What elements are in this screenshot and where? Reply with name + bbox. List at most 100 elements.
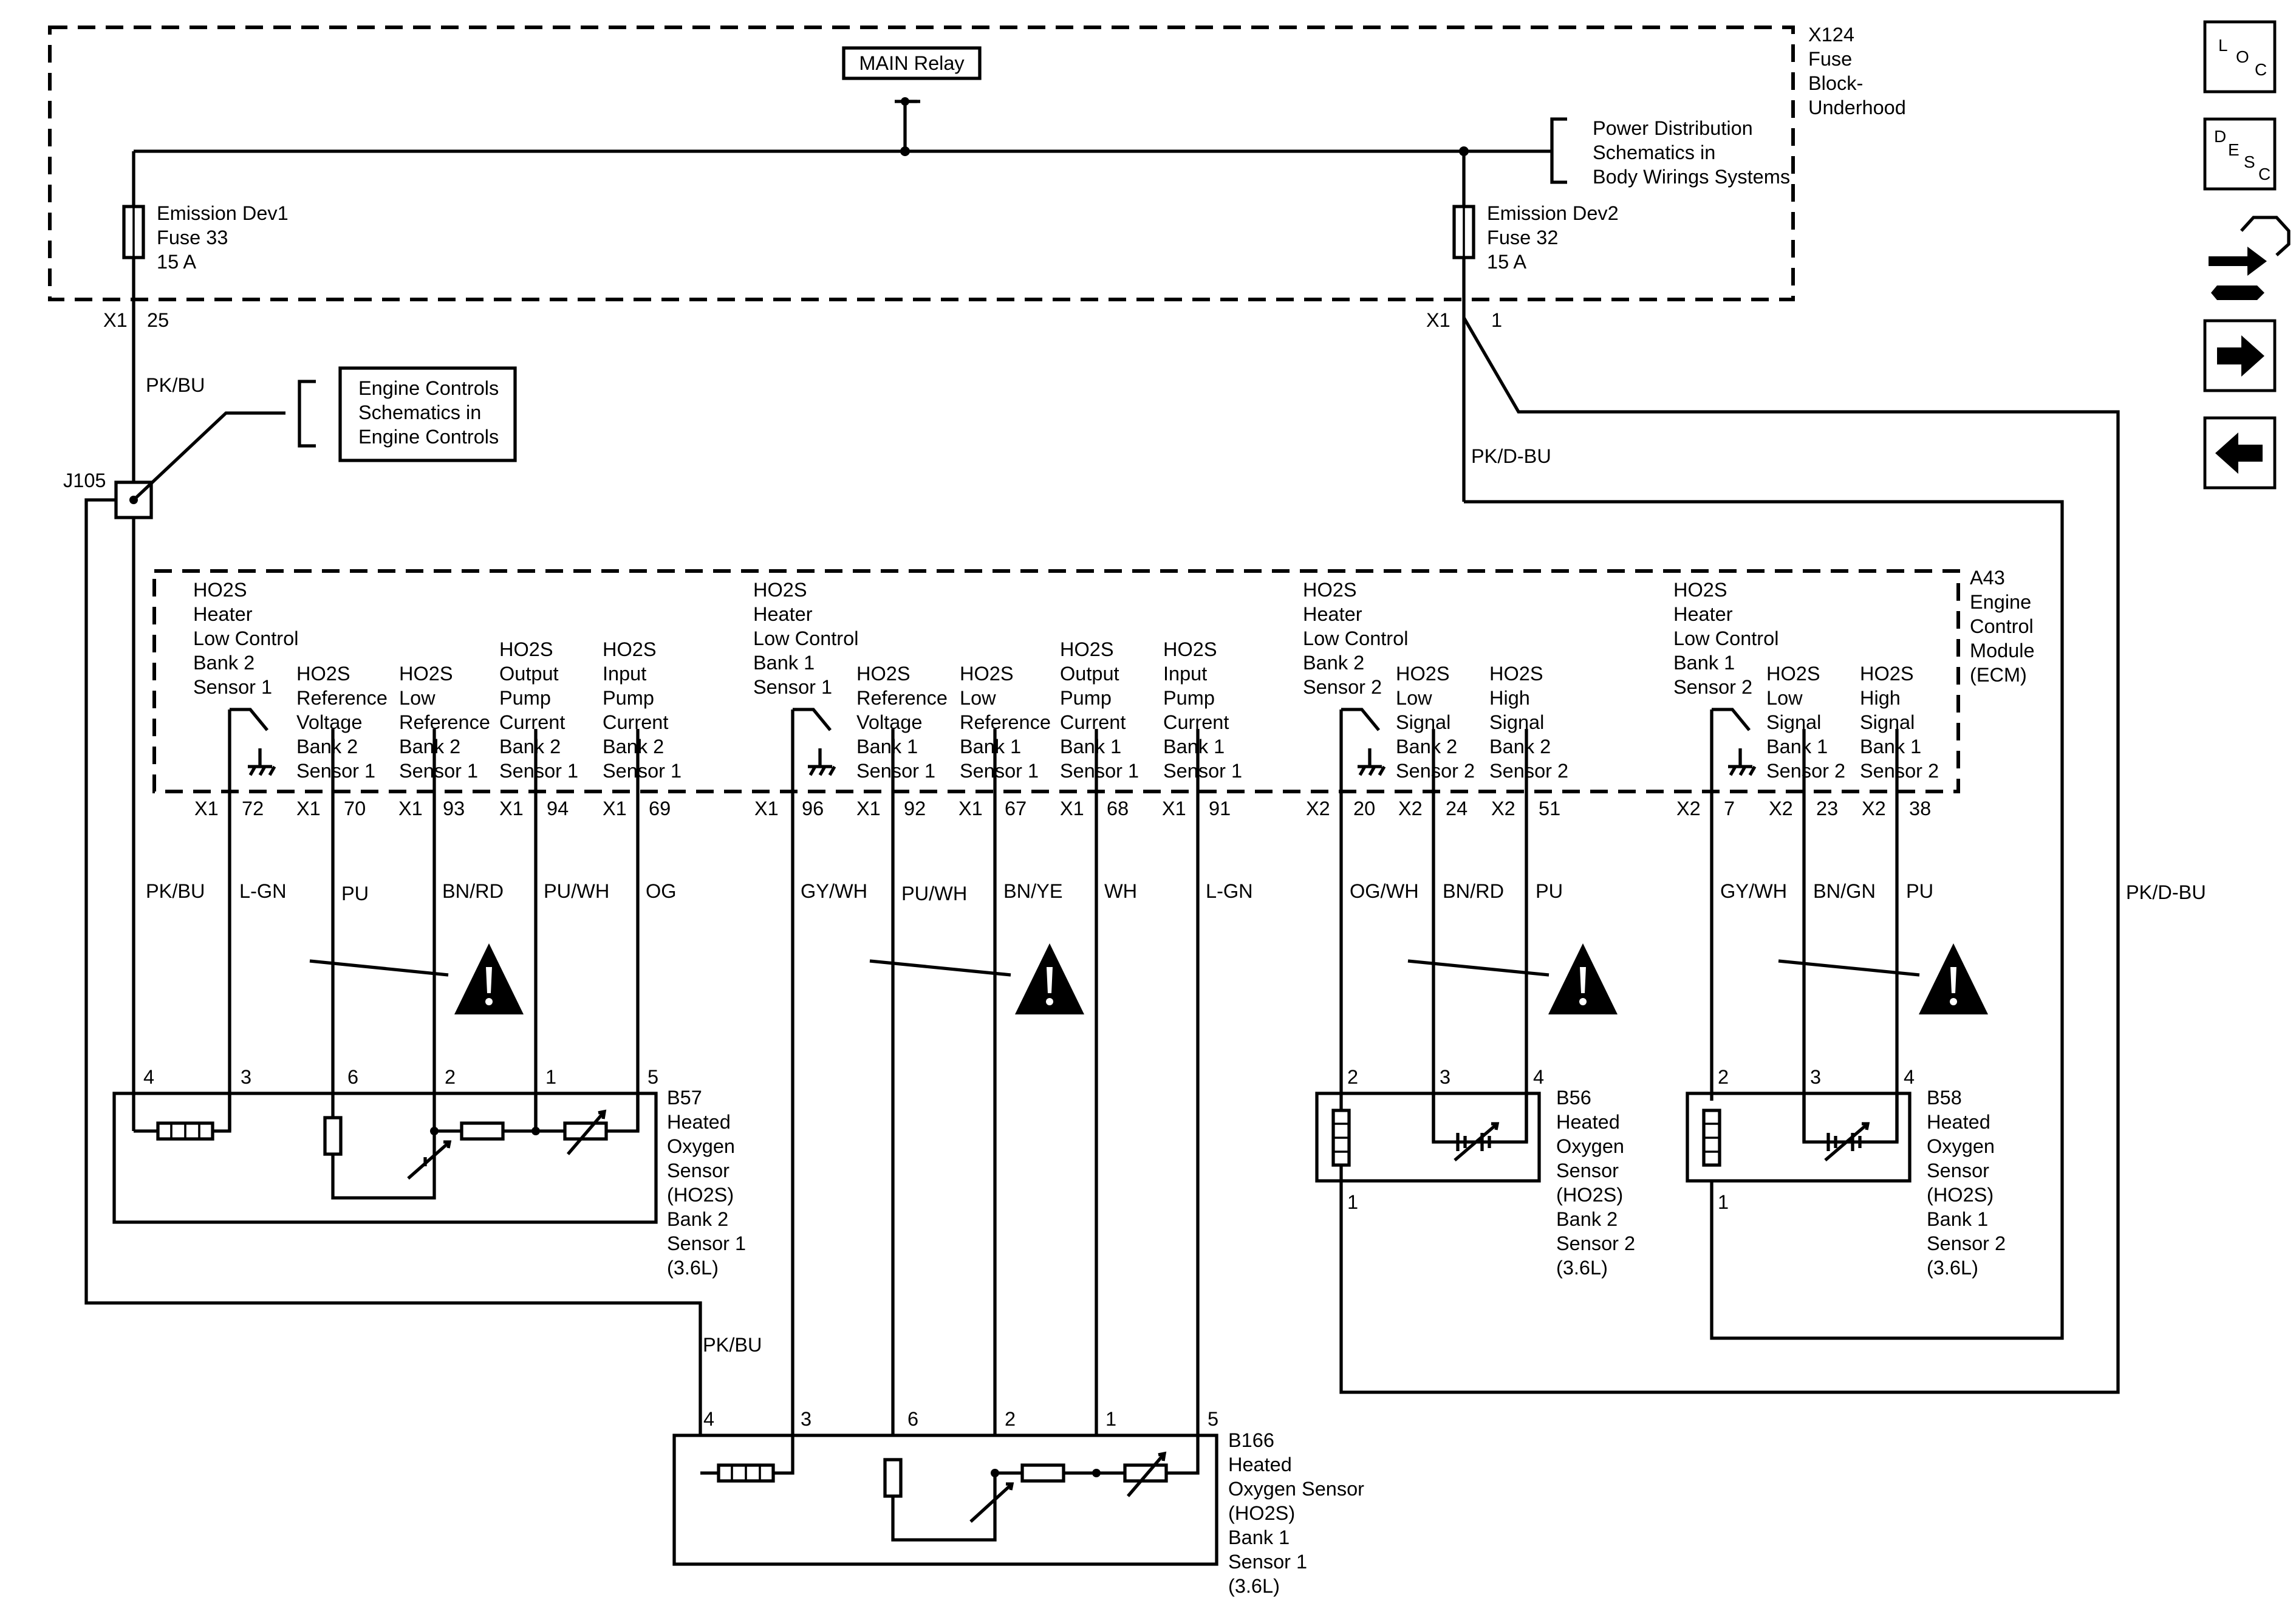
sensor-b58[interactable]: 2 3 4 1 B58 Heated Oxygen Sensor (HO2S) … — [1686, 1066, 2006, 1279]
fuse-right-pin: 1 — [1491, 309, 1502, 331]
signal-label: HO2S — [1163, 638, 1217, 660]
sensor-label-line1: B57 — [667, 1087, 702, 1109]
signal-label: High — [1489, 687, 1530, 709]
signal-label: HO2S — [1060, 638, 1114, 660]
desc-button[interactable]: D E S C — [2203, 117, 2277, 191]
pin-connector: X2 — [1862, 798, 1886, 819]
sensor-label-line2: Heated — [1927, 1111, 1990, 1133]
wire-color: BN/YE — [1003, 880, 1063, 902]
pin-connector: X2 — [1306, 798, 1330, 819]
pin-connector: X2 — [1398, 798, 1423, 819]
main-relay-box[interactable] — [842, 46, 982, 80]
sensor-b58-body[interactable] — [1686, 1092, 1912, 1183]
signal-label: Sensor 1 — [856, 760, 935, 782]
junction-dot — [1092, 1469, 1101, 1477]
wrench-shape — [2211, 285, 2264, 300]
signal-label: Sensor 1 — [603, 760, 682, 782]
signal-label: Current — [603, 711, 668, 733]
pin-number: 92 — [904, 798, 926, 819]
signal-label: Reference — [399, 711, 490, 733]
signal-circuit — [1802, 1093, 1899, 1144]
heater-element-segments — [731, 1465, 761, 1481]
fuse-right-line1: Emission Dev2 — [1487, 202, 1619, 224]
engine-ref-line3: Engine Controls — [358, 426, 499, 448]
signal-label: Voltage — [856, 711, 922, 733]
ground-icon — [808, 748, 836, 776]
loc-letter: O — [2236, 47, 2249, 66]
ecm-name-line2: Control — [1970, 615, 2034, 637]
signal-label: HO2S — [856, 663, 911, 685]
heater-label-line1: HO2S — [1673, 579, 1727, 601]
loc-letter: L — [2218, 36, 2228, 55]
warning-icon-dot — [485, 998, 493, 1005]
signal-circuit — [1432, 1093, 1528, 1144]
reference-circuit — [331, 1131, 436, 1200]
next-arrow-icon[interactable] — [2203, 319, 2277, 392]
signal-label: Current — [499, 711, 565, 733]
signal-label: Bank 1 — [1060, 736, 1121, 757]
desc-button-frame[interactable] — [2203, 117, 2277, 191]
loc-button-frame[interactable] — [2203, 20, 2277, 94]
signal-label: Bank 1 — [1860, 736, 1921, 757]
pin-number: 23 — [1816, 798, 1838, 819]
sensor-b166-body[interactable] — [672, 1434, 1218, 1566]
engine-ref-line1: Engine Controls — [358, 377, 499, 399]
signal-label: Sensor 2 — [1766, 760, 1845, 782]
ground-icon — [1358, 748, 1386, 776]
wire-color: PU/WH — [901, 883, 967, 904]
sensor-pin: 5 — [1208, 1408, 1218, 1430]
sensor-label-line4: Sensor — [1927, 1160, 1989, 1181]
sensor-b56-body[interactable] — [1315, 1092, 1541, 1183]
engine-ref-box[interactable] — [338, 366, 517, 462]
power-ref-bracket — [1550, 117, 1567, 184]
pin-connector: X1 — [1162, 798, 1186, 819]
signal-label: HO2S — [603, 638, 657, 660]
heater-element-segments — [1333, 1123, 1349, 1153]
connector-end-view-icon[interactable] — [2209, 216, 2291, 300]
main-relay-label: MAIN Relay — [859, 52, 965, 74]
sensor-b166[interactable]: 4 3 6 2 1 5 B166 Heated Oxygen Sensor (H… — [672, 1408, 1364, 1597]
signal-label: Bank 2 — [1396, 736, 1457, 757]
warning-icon-mark — [1047, 967, 1053, 993]
engine-ref-line2: Schematics in — [358, 402, 481, 423]
heater-driver-switch — [1341, 708, 1381, 731]
signal-label: Sensor 1 — [296, 760, 375, 782]
feed-left-color: PK/BU — [146, 374, 205, 396]
wire-color: PU/WH — [544, 880, 609, 902]
signal-label: HO2S — [499, 638, 553, 660]
sensor-pin: 3 — [801, 1408, 811, 1430]
sensor-label-line4: Sensor — [1556, 1160, 1619, 1181]
fuse-block-border — [48, 26, 1795, 301]
heater-label-line2: Heater — [753, 603, 813, 625]
loc-button[interactable]: L O C — [2203, 20, 2277, 94]
pin-number: 38 — [1909, 798, 1931, 819]
signal-label: Current — [1060, 711, 1126, 733]
signal-label: Signal — [1396, 711, 1450, 733]
signal-label: Bank 1 — [1766, 736, 1828, 757]
previous-arrow-icon[interactable] — [2203, 416, 2277, 490]
sensor-b57[interactable]: 4 3 6 2 1 5 B57 Heated Oxygen Sensor (HO… — [112, 1066, 746, 1279]
signal-label: HO2S — [1396, 663, 1450, 685]
sensor-b57-body[interactable] — [112, 1092, 658, 1224]
twisted-pair-marker — [1407, 959, 1549, 977]
heater-label-line3: Low Control — [753, 627, 858, 649]
sensor-pin: 2 — [445, 1066, 456, 1088]
signal-label: Low — [960, 687, 996, 709]
sensor-label-line7: Sensor 2 — [1927, 1232, 2006, 1254]
engine-ref-lead — [132, 411, 285, 501]
pin-number: 7 — [1724, 798, 1735, 819]
heater-label-line1: HO2S — [1303, 579, 1357, 601]
sensor-b56[interactable]: 2 3 4 1 B56 Heated Oxygen Sensor (HO2S) … — [1315, 1066, 1635, 1279]
desc-letter: E — [2228, 140, 2240, 159]
fuse-left-pin: 25 — [147, 309, 169, 331]
wire-color: OG — [646, 880, 677, 902]
signal-label: Sensor 2 — [1489, 760, 1568, 782]
sensor-label-line1: B58 — [1927, 1087, 1962, 1109]
sensor-pin: 6 — [907, 1408, 918, 1430]
pin-connector: X1 — [194, 798, 219, 819]
heater-label-line2: Heater — [1303, 603, 1362, 625]
sensor-label-line2: Heated — [667, 1111, 731, 1133]
signal-label: HO2S — [1766, 663, 1820, 685]
signal-label: Bank 2 — [1489, 736, 1551, 757]
sensor-label-line6: Sensor 1 — [1228, 1551, 1307, 1573]
